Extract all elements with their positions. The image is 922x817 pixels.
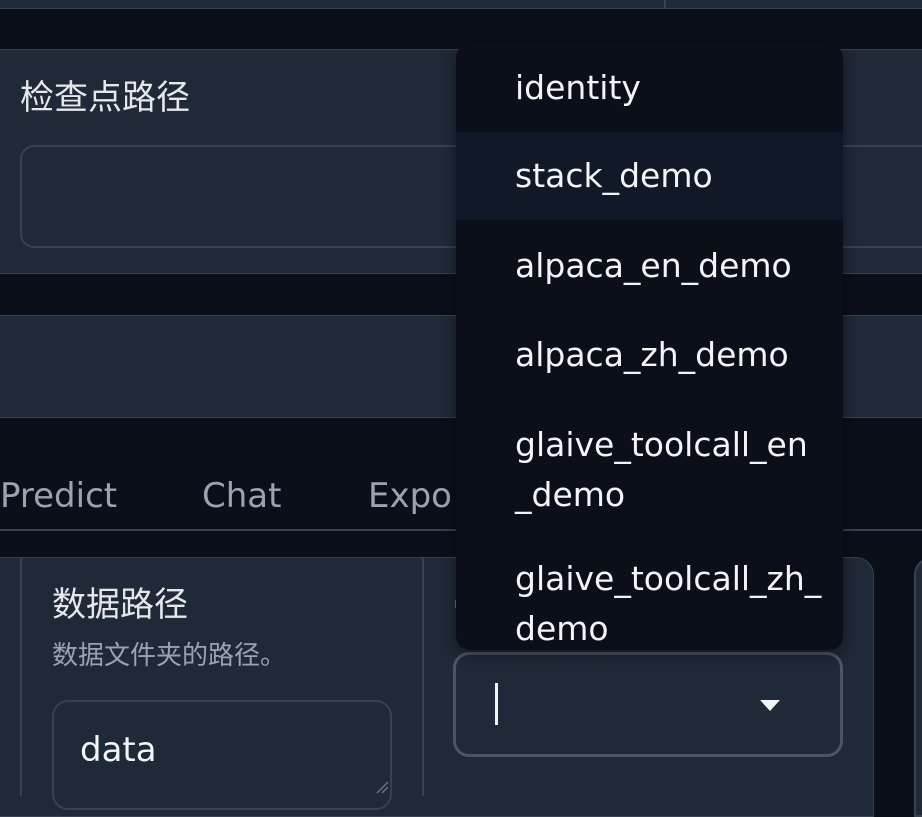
dataset-option[interactable]: glaive_toolcall_en_demo	[515, 425, 808, 514]
adjacent-panel-edge	[914, 557, 922, 817]
tab-predict[interactable]: Predict	[0, 476, 118, 516]
column-separator	[422, 557, 424, 796]
column-separator	[20, 557, 22, 796]
dataset-dropdown-input[interactable]	[453, 652, 843, 757]
checkpoint-path-label: 检查点路径	[20, 78, 190, 118]
tab-export[interactable]: Expo	[368, 476, 452, 516]
top-panel-divider	[664, 0, 666, 8]
top-panel-strip	[0, 0, 922, 9]
data-dir-info: 数据文件夹的路径。	[52, 641, 287, 671]
dataset-option[interactable]: identity	[515, 68, 641, 107]
dropdown-arrow-icon[interactable]	[760, 700, 780, 711]
dataset-option[interactable]: alpaca_zh_demo	[515, 335, 789, 374]
text-caret	[495, 683, 498, 725]
data-dir-input[interactable]: data	[52, 700, 392, 810]
dataset-option-highlighted[interactable]: stack_demo	[456, 132, 843, 220]
resize-grip-icon[interactable]	[375, 780, 389, 794]
tab-chat[interactable]: Chat	[202, 476, 282, 516]
dataset-option[interactable]: alpaca_en_demo	[515, 246, 792, 285]
dataset-options-menu: identity stack_demo alpaca_en_demo alpac…	[456, 44, 843, 650]
data-dir-label: 数据路径	[52, 585, 188, 625]
dataset-option[interactable]: glaive_toolcall_zh_demo	[515, 559, 822, 648]
